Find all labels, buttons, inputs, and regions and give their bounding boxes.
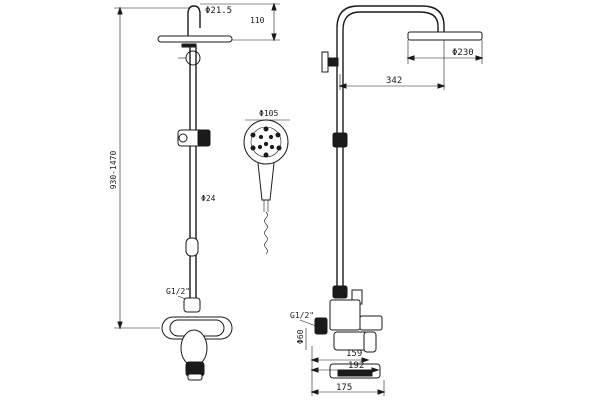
dim-192-label: 192	[348, 361, 364, 371]
inlet-side-label: G1/2"	[290, 311, 314, 320]
head-dia-front-label: Φ21.5	[205, 6, 232, 16]
side-view: Φ230 342 G1/2" Φ60 159	[290, 5, 484, 396]
dim-159-label: 159	[346, 349, 362, 359]
hand-dia-label: Φ105	[259, 109, 278, 118]
arm-reach-label: 342	[386, 76, 402, 86]
front-view: 930-1470 Φ21.5 110 Φ24 G1/2"	[109, 2, 280, 381]
mixer-dia-label: Φ60	[296, 329, 305, 344]
head-height-label: 110	[250, 16, 265, 25]
rail-dia-label: Φ24	[201, 194, 216, 203]
hand-shower-view: Φ105	[243, 109, 290, 255]
total-height-label: 930-1470	[109, 151, 118, 190]
head-dia-side-label: Φ230	[452, 48, 474, 58]
inlet-front-label: G1/2"	[166, 287, 190, 296]
dim-175-label: 175	[336, 383, 352, 393]
